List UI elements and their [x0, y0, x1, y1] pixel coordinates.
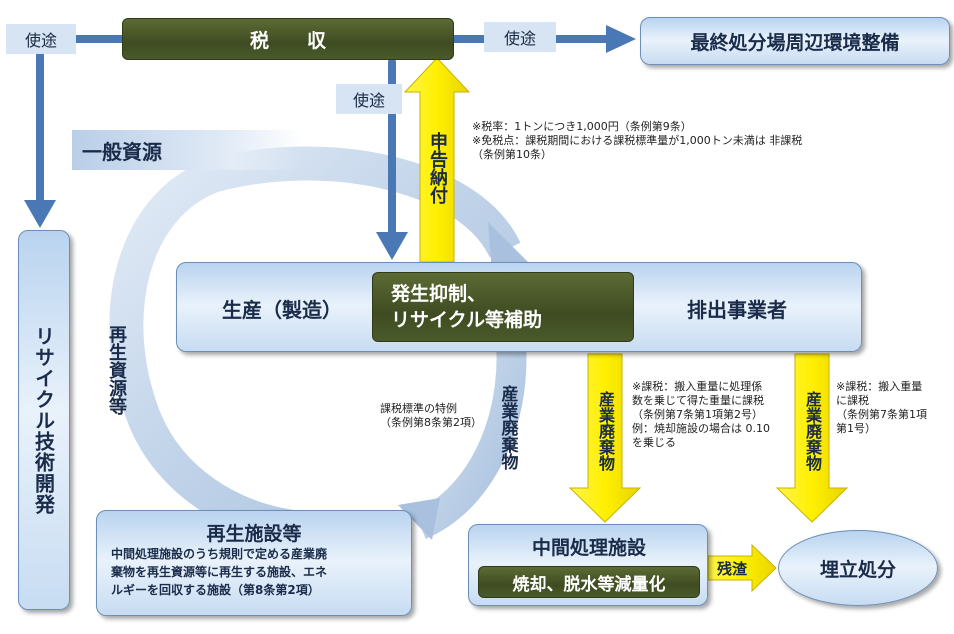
recycle-ring — [109, 146, 528, 545]
declaration-payment-label: 申告納付 — [427, 132, 448, 204]
tax-rate-notes: ※税率：1トンにつき1,000円（条例第9条） ※免税点：課税期間における課税標… — [472, 120, 802, 162]
landfill-tax-note: ※課税：搬入重量 に課税 （条例第7条第1項 第1号） — [836, 380, 927, 436]
usage-arrowheads — [24, 25, 636, 260]
discharger-label: 排出事業者 — [687, 297, 787, 322]
use-label-center: 使途 — [336, 84, 402, 114]
intermediate-tax-note: ※課税：搬入重量に処理係 数を乗じて得た重量に課税 （条例第7条第1項第2号） … — [632, 380, 770, 450]
recycled-resources-label: 再生資源等 — [106, 325, 127, 415]
industrial-waste-label-intermediate: 産業廃棄物 — [596, 391, 615, 471]
industrial-waste-label-landfill: 産業廃棄物 — [803, 391, 822, 471]
residue-label: 残渣 — [716, 559, 747, 578]
recycling-desc-line: 棄物を再生資源等に再生する施設、エネ — [111, 565, 328, 579]
tax-note-line: ※免税点：課税期間における課税標準量が1,000トン未満は 非課税 — [472, 134, 803, 147]
recycle-tech-box: リサイクル技術開発 — [18, 230, 70, 610]
recycling-facility-desc: 中間処理施設のうち規則で定める産業廃 棄物を再生資源等に再生する施設、エネ ルギ… — [97, 545, 411, 599]
incineration-box: 焼却、脱水等減量化 — [478, 566, 700, 598]
special-case-line: （条例第8条第2項） — [380, 416, 482, 429]
recycling-facility-box: 再生施設等 中間処理施設のうち規則で定める産業廃 棄物を再生資源等に再生する施設… — [96, 510, 412, 616]
intermediate-note-line: を乗じる — [632, 436, 676, 449]
yellow-arrows — [403, 57, 849, 593]
intermediate-note-line: 例：焼却施設の場合は 0.10 — [632, 422, 770, 435]
landfill-note-line: に課税 — [836, 394, 869, 407]
special-case-line: 課税標準の特例 — [380, 402, 457, 415]
landfill-note-line: 第1号） — [836, 422, 876, 435]
recycling-facility-title: 再生施設等 — [206, 522, 302, 545]
intermediate-note-line: 数を乗じて得た重量に課税 — [632, 394, 764, 407]
use-label-right: 使途 — [484, 22, 556, 52]
tax-revenue-box: 税 収 — [122, 18, 454, 60]
recycling-desc-line: ルギーを回収する施設（第8条第2項） — [111, 583, 320, 597]
intermediate-note-line: （条例第7条第1項第2号） — [632, 408, 763, 421]
use-label-left: 使途 — [6, 24, 76, 54]
intermediate-note-line: ※課税：搬入重量に処理係 — [632, 380, 763, 393]
tax-special-case-note: 課税標準の特例 （条例第8条第2項） — [380, 402, 482, 430]
production-label: 生産（製造） — [222, 297, 342, 322]
subsidy-box: 発生抑制、 リサイクル等補助 — [372, 272, 634, 342]
landfill-note-line: （条例第7条第1項 — [836, 408, 927, 421]
intermediate-facility-title: 中間処理施設 — [531, 536, 646, 559]
tax-note-line: （条例第10条） — [472, 148, 552, 161]
tax-note-line: ※税率：1トンにつき1,000円（条例第9条） — [472, 120, 692, 133]
subsidy-line: 発生抑制、 — [391, 283, 487, 305]
subsidy-line: リサイクル等補助 — [391, 309, 543, 331]
industrial-waste-label-center: 産業廃棄物 — [497, 384, 518, 470]
final-disposal-env-box: 最終処分場周辺環境整備 — [640, 17, 950, 65]
landfill-note-line: ※課税：搬入重量 — [836, 380, 923, 393]
general-resources-label: 一般資源 — [72, 130, 302, 170]
recycling-desc-line: 中間処理施設のうち規則で定める産業廃 — [111, 547, 328, 561]
landfill-ellipse: 埋立処分 — [778, 530, 938, 606]
